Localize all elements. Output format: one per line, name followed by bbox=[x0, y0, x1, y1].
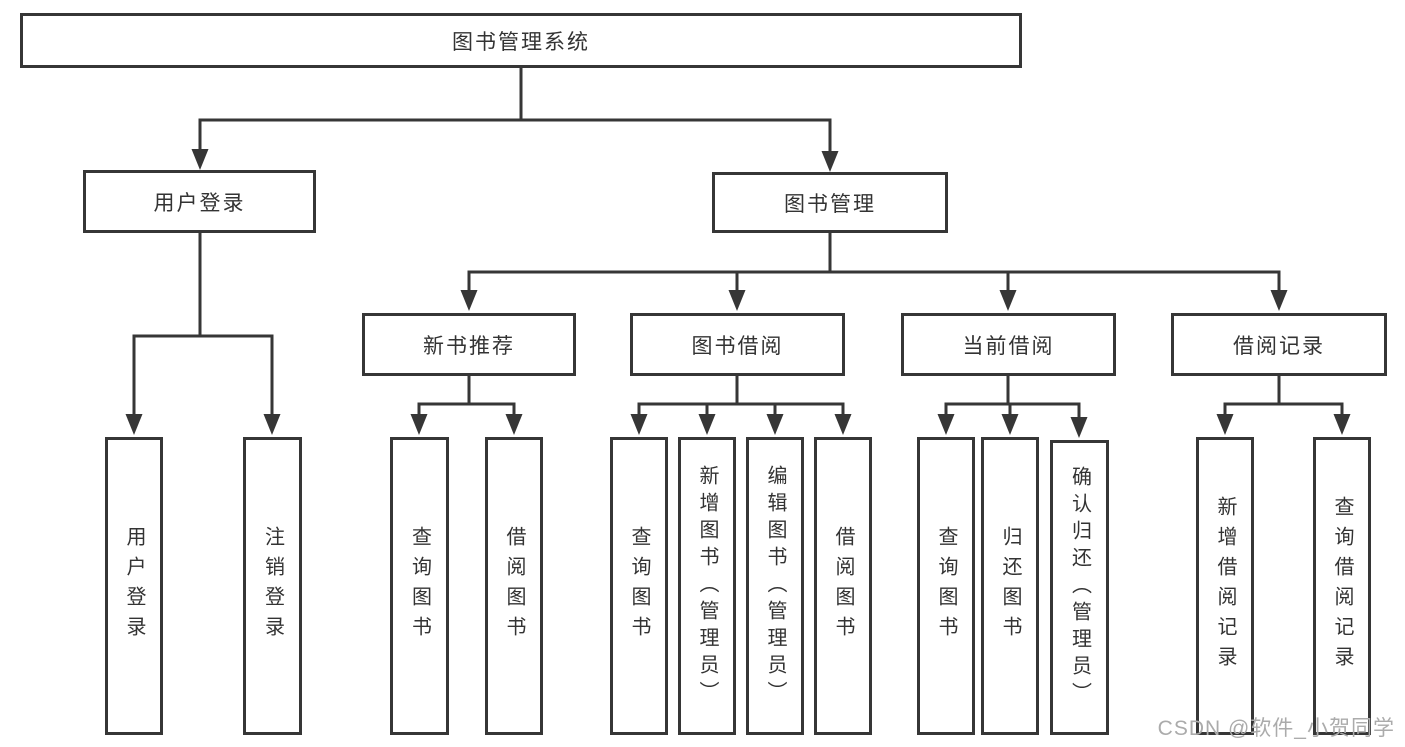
node-current-borrowing: 当前借阅 bbox=[901, 313, 1116, 376]
node-library-system-label: 图书管理系统 bbox=[452, 30, 590, 54]
connector-user-login-children bbox=[125, 231, 281, 435]
node-query-books-borrow-label: 查询图书 bbox=[628, 526, 650, 646]
node-current-borrowing-label: 当前借阅 bbox=[962, 334, 1055, 358]
node-query-books-recommend-label: 查询图书 bbox=[408, 526, 431, 646]
arrow-down-icon bbox=[1070, 417, 1088, 438]
node-user-login: 用户登录 bbox=[83, 170, 316, 233]
arrow-down-icon bbox=[766, 414, 784, 435]
node-logout-action-label: 注销登录 bbox=[261, 526, 284, 646]
connector-book-management-children bbox=[460, 231, 1288, 311]
arrow-down-icon bbox=[728, 290, 746, 311]
node-borrow-books-recommend-label: 借阅图书 bbox=[503, 526, 525, 646]
node-query-books-recommend: 查询图书 bbox=[390, 437, 449, 735]
arrow-down-icon bbox=[834, 414, 852, 435]
node-new-book-recommendation: 新书推荐 bbox=[362, 313, 576, 376]
node-user-login-label: 用户登录 bbox=[153, 191, 246, 215]
connector-root-to-level2 bbox=[191, 66, 839, 172]
arrow-down-icon bbox=[999, 290, 1017, 311]
node-user-login-action: 用户登录 bbox=[105, 437, 163, 735]
node-book-borrowing: 图书借阅 bbox=[630, 313, 845, 376]
arrow-down-icon bbox=[937, 414, 955, 435]
arrow-down-icon bbox=[410, 414, 428, 435]
connector-current-borrowing-children bbox=[937, 374, 1088, 438]
node-query-borrow-record: 查询借阅记录 bbox=[1313, 437, 1371, 735]
connector-borrowing-records-children bbox=[1216, 374, 1351, 435]
node-edit-book-admin-label: 编辑图书（管理员） bbox=[764, 464, 786, 708]
node-return-books-label: 归还图书 bbox=[999, 526, 1021, 646]
node-edit-book-admin: 编辑图书（管理员） bbox=[746, 437, 804, 735]
connector-new-book-recommendation-children bbox=[410, 374, 523, 435]
arrow-down-icon bbox=[505, 414, 523, 435]
arrow-down-icon bbox=[125, 414, 143, 435]
arrow-down-icon bbox=[630, 414, 648, 435]
node-borrowing-records-label: 借阅记录 bbox=[1233, 334, 1325, 358]
node-confirm-return-admin-label: 确认归还（管理员） bbox=[1068, 466, 1091, 709]
arrow-down-icon bbox=[263, 414, 281, 435]
node-confirm-return-admin: 确认归还（管理员） bbox=[1050, 440, 1109, 735]
arrow-down-icon bbox=[460, 290, 478, 311]
node-query-borrow-record-label: 查询借阅记录 bbox=[1331, 496, 1353, 676]
node-add-borrow-record: 新增借阅记录 bbox=[1196, 437, 1254, 735]
arrow-down-icon bbox=[1270, 290, 1288, 311]
node-library-system: 图书管理系统 bbox=[20, 13, 1022, 68]
node-book-management-label: 图书管理 bbox=[784, 192, 876, 216]
node-book-management: 图书管理 bbox=[712, 172, 948, 233]
node-user-login-action-label: 用户登录 bbox=[123, 526, 145, 646]
node-query-books-borrow: 查询图书 bbox=[610, 437, 668, 735]
node-borrowing-records: 借阅记录 bbox=[1171, 313, 1387, 376]
watermark-text: CSDN @软件_小贺同学 bbox=[1157, 717, 1395, 740]
node-add-book-admin: 新增图书（管理员） bbox=[678, 437, 736, 735]
node-return-books: 归还图书 bbox=[981, 437, 1039, 735]
node-borrow-books-recommend: 借阅图书 bbox=[485, 437, 543, 735]
node-book-borrowing-label: 图书借阅 bbox=[691, 334, 784, 358]
node-logout-action: 注销登录 bbox=[243, 437, 302, 735]
node-borrow-books-action: 借阅图书 bbox=[814, 437, 872, 735]
node-borrow-books-action-label: 借阅图书 bbox=[832, 526, 854, 646]
arrow-down-icon bbox=[1333, 414, 1351, 435]
arrow-down-icon bbox=[1216, 414, 1234, 435]
arrow-down-icon bbox=[191, 149, 209, 170]
arrow-down-icon bbox=[1001, 414, 1019, 435]
node-add-borrow-record-label: 新增借阅记录 bbox=[1214, 496, 1236, 676]
node-query-books-current: 查询图书 bbox=[917, 437, 975, 735]
arrow-down-icon bbox=[698, 414, 716, 435]
node-new-book-recommendation-label: 新书推荐 bbox=[423, 334, 515, 358]
node-query-books-current-label: 查询图书 bbox=[935, 526, 957, 646]
connector-book-borrowing-children bbox=[630, 374, 852, 435]
arrow-down-icon bbox=[821, 151, 839, 172]
node-add-book-admin-label: 新增图书（管理员） bbox=[696, 464, 718, 708]
